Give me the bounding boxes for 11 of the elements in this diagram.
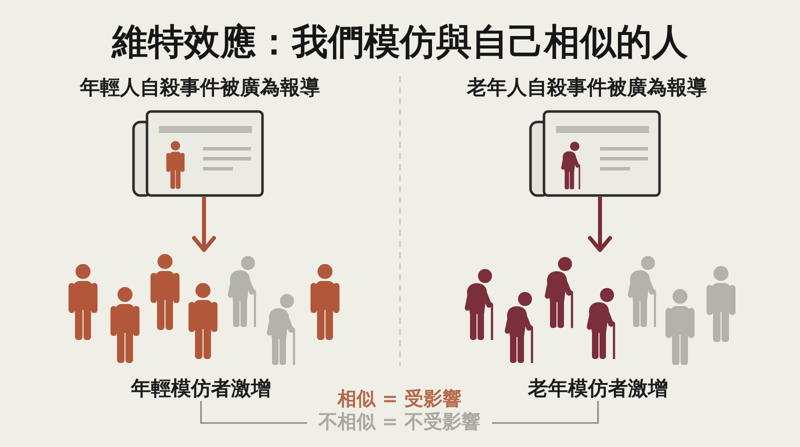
arrow: [588, 197, 612, 252]
label: 年輕模仿者激增: [131, 376, 271, 401]
label: 老年模仿者激增: [528, 376, 668, 401]
note-text: 相似 = 受影響: [337, 388, 462, 411]
note-text: 不相似 = 不受影響: [318, 411, 481, 434]
connector-line: [492, 401, 599, 424]
arrow: [192, 197, 216, 252]
heading: 老年人自殺事件被廣為報導: [467, 74, 707, 100]
connector-line: [200, 401, 307, 424]
heading: 年輕人自殺事件被廣為報導: [80, 74, 320, 100]
title: 維特效應：我們模仿與自己相似的人: [112, 21, 688, 65]
